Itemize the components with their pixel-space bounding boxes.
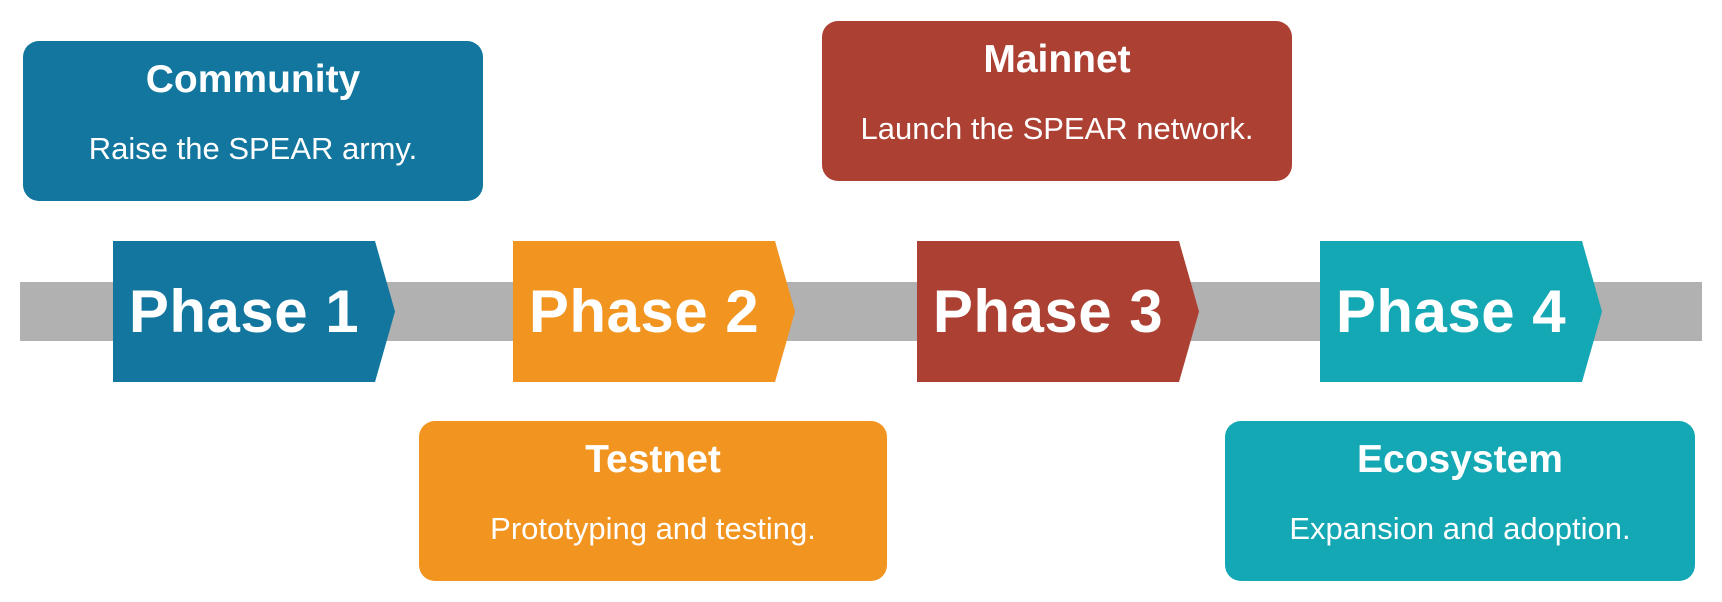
- testnet-card-title: Testnet: [585, 438, 721, 481]
- testnet-card: Testnet Prototyping and testing.: [419, 421, 887, 581]
- phase-1-arrow-shape: [113, 241, 395, 382]
- phase-3-label: Phase 3: [932, 278, 1164, 345]
- testnet-card-description: Prototyping and testing.: [490, 511, 816, 546]
- community-card: Community Raise the SPEAR army.: [23, 41, 483, 201]
- community-card-description: Raise the SPEAR army.: [88, 131, 418, 166]
- phase-3-arrow-shape: [917, 241, 1199, 382]
- phase-3-arrow: Phase 3: [917, 241, 1199, 382]
- phase-4-label: Phase 4: [1335, 278, 1567, 345]
- mainnet-card: Mainnet Launch the SPEAR network.: [822, 21, 1292, 181]
- phase-1-arrow: Phase 1: [113, 241, 395, 382]
- ecosystem-card-description: Expansion and adoption.: [1289, 511, 1631, 546]
- mainnet-card-description: Launch the SPEAR network.: [860, 111, 1254, 146]
- phase-2-arrow: Phase 2: [513, 241, 795, 382]
- phase-1-label: Phase 1: [128, 278, 360, 345]
- phase-2-arrow-shape: [513, 241, 795, 382]
- phase-4-arrow: Phase 4: [1320, 241, 1602, 382]
- mainnet-card-title: Mainnet: [983, 38, 1131, 81]
- ecosystem-card: Ecosystem Expansion and adoption.: [1225, 421, 1695, 581]
- phase-2-label: Phase 2: [528, 278, 760, 345]
- community-card-title: Community: [145, 58, 361, 101]
- ecosystem-card-title: Ecosystem: [1357, 438, 1563, 481]
- phase-4-arrow-shape: [1320, 241, 1602, 382]
